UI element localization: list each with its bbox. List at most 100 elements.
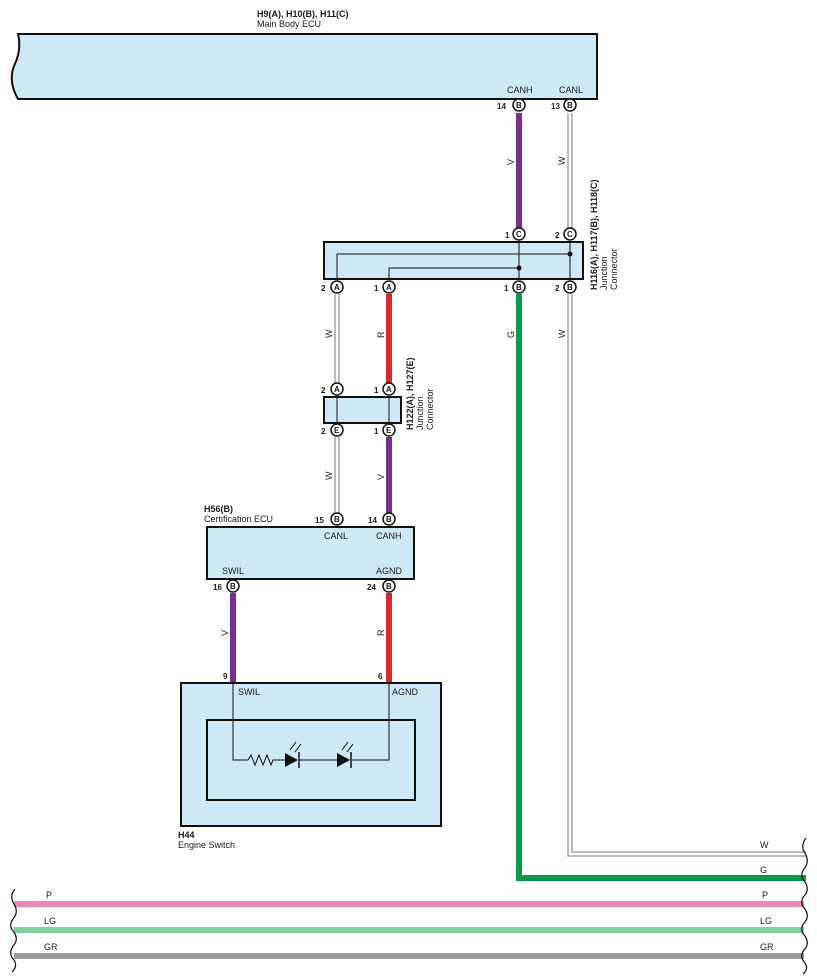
engine-switch: 9 6 SWIL AGND H44 Engine Switch <box>178 672 442 850</box>
svg-text:1: 1 <box>505 231 510 240</box>
main-ecu-pin-canl: 13 B <box>551 98 577 112</box>
svg-text:B: B <box>516 101 522 110</box>
svg-text:A: A <box>334 385 340 394</box>
svg-text:E: E <box>386 426 392 435</box>
svg-text:13: 13 <box>551 102 560 111</box>
main-ecu-pin-canh: 14 B <box>497 98 526 112</box>
svg-text:W: W <box>760 840 769 850</box>
junction-2-pin-bottom-e2: 2 E <box>321 423 344 437</box>
svg-text:P: P <box>762 890 768 900</box>
wire-w-junction1-to-junction2 <box>334 294 340 383</box>
main-ecu-name: Main Body ECU <box>257 19 321 29</box>
junction-1-pin-bottom-b2: 2 B <box>555 280 577 294</box>
junction-2-name-line1: Junction <box>415 396 425 430</box>
junction-1-pin-top-2: 2 C <box>555 227 577 241</box>
svg-text:1: 1 <box>374 386 379 395</box>
wire-g-junction1-to-bus <box>516 294 806 881</box>
wire-label-w-2: W <box>324 329 334 338</box>
cert-ecu-pin-agnd: 24 B <box>367 579 396 593</box>
bus-wire-gr: GR GR <box>14 942 804 959</box>
svg-text:B: B <box>334 515 340 524</box>
wire-label-v-1: V <box>506 159 516 165</box>
bus-wire-p: P P <box>14 890 804 907</box>
resistor-icon <box>247 753 285 767</box>
junction-1-pin-bottom-b1: 1 B <box>504 280 526 294</box>
engine-switch-swil-label: SWIL <box>238 687 260 697</box>
bus-wire-lg: LG LG <box>14 916 804 933</box>
wire-label-w-1: W <box>557 156 567 165</box>
svg-text:24: 24 <box>367 583 376 592</box>
wire-label-w-3: W <box>557 329 567 338</box>
junction-2-code: H122(A), H127(E) <box>405 357 415 430</box>
wire-label-v-2: V <box>376 474 386 480</box>
main-ecu-code: H9(A), H10(B), H11(C) <box>257 9 349 19</box>
svg-text:15: 15 <box>315 516 324 525</box>
cert-ecu-pin-canh: 14 B <box>368 512 396 526</box>
wire-label-r-1: R <box>376 331 386 338</box>
cert-ecu-canl-label: CANL <box>324 531 348 541</box>
svg-text:LG: LG <box>44 916 56 926</box>
wire-w-junction1-to-bus <box>567 294 806 857</box>
svg-text:A: A <box>334 283 340 292</box>
junction-connector-1: H116(A), H117(B), H118(C) Junction Conne… <box>323 179 619 290</box>
svg-text:E: E <box>334 426 340 435</box>
svg-text:C: C <box>516 230 522 239</box>
bus-wire-g: G <box>760 865 767 875</box>
engine-switch-code: H44 <box>178 830 195 840</box>
svg-text:B: B <box>230 582 236 591</box>
junction-connector-2: H122(A), H127(E) Junction Connector <box>323 357 435 430</box>
wire-label-r-2: R <box>376 629 386 636</box>
svg-text:G: G <box>760 865 767 875</box>
junction-1-pin-bottom-a1: 1 A <box>374 280 396 294</box>
wire-w-junction2-to-cert <box>334 437 340 513</box>
engine-switch-swil-pin: 9 <box>223 672 228 681</box>
junction-1-name-line2: Connector <box>609 248 619 290</box>
wire-canl-main-to-junction <box>567 113 573 228</box>
main-ecu-canh-label: CANH <box>507 85 533 95</box>
svg-text:B: B <box>386 582 392 591</box>
svg-text:B: B <box>516 283 522 292</box>
cert-ecu-name: Certification ECU <box>204 514 273 524</box>
break-mark-right <box>801 837 808 975</box>
svg-text:1: 1 <box>374 427 379 436</box>
main-body-ecu: H9(A), H10(B), H11(C) Main Body ECU CANH… <box>10 9 598 100</box>
svg-text:2: 2 <box>321 284 326 293</box>
svg-text:14: 14 <box>368 516 377 525</box>
svg-text:2: 2 <box>555 231 560 240</box>
cert-ecu-agnd-label: AGND <box>376 566 403 576</box>
main-ecu-canl-label: CANL <box>559 85 583 95</box>
svg-text:1: 1 <box>374 284 379 293</box>
junction-1-pin-top-1: 1 C <box>505 227 526 241</box>
engine-switch-agnd-pin: 6 <box>378 672 383 681</box>
svg-text:A: A <box>386 385 392 394</box>
junction-1-pin-bottom-a2: 2 A <box>321 280 344 294</box>
svg-text:GR: GR <box>760 942 774 952</box>
svg-text:GR: GR <box>44 942 58 952</box>
svg-text:A: A <box>386 283 392 292</box>
svg-text:B: B <box>567 101 573 110</box>
cert-ecu-canh-label: CANH <box>376 531 402 541</box>
svg-text:1: 1 <box>504 284 509 293</box>
wire-label-g-1: G <box>506 331 516 338</box>
wire-label-w-4: W <box>324 471 334 480</box>
svg-text:2: 2 <box>555 284 560 293</box>
svg-text:C: C <box>567 230 573 239</box>
break-mark-left <box>10 888 17 973</box>
svg-text:14: 14 <box>497 102 506 111</box>
wire-label-v-3: V <box>220 630 230 636</box>
svg-text:B: B <box>386 515 392 524</box>
junction-1-name-line1: Junction <box>599 256 609 290</box>
junction-2-pin-top-a1: 1 A <box>374 382 396 396</box>
led-icon-2 <box>337 741 354 768</box>
bus-wire-w: W <box>760 840 769 850</box>
certification-ecu: H56(B) Certification ECU CANL CANH SWIL … <box>204 504 415 580</box>
cert-ecu-swil-label: SWIL <box>222 566 244 576</box>
svg-text:P: P <box>46 890 52 900</box>
junction-2-pin-top-a2: 2 A <box>321 382 344 396</box>
svg-text:16: 16 <box>213 583 222 592</box>
svg-text:LG: LG <box>760 916 772 926</box>
svg-text:B: B <box>567 283 573 292</box>
cert-ecu-pin-canl: 15 B <box>315 512 344 526</box>
junction-2-pin-bottom-e1: 1 E <box>374 423 396 437</box>
junction-2-name-line2: Connector <box>425 388 435 430</box>
